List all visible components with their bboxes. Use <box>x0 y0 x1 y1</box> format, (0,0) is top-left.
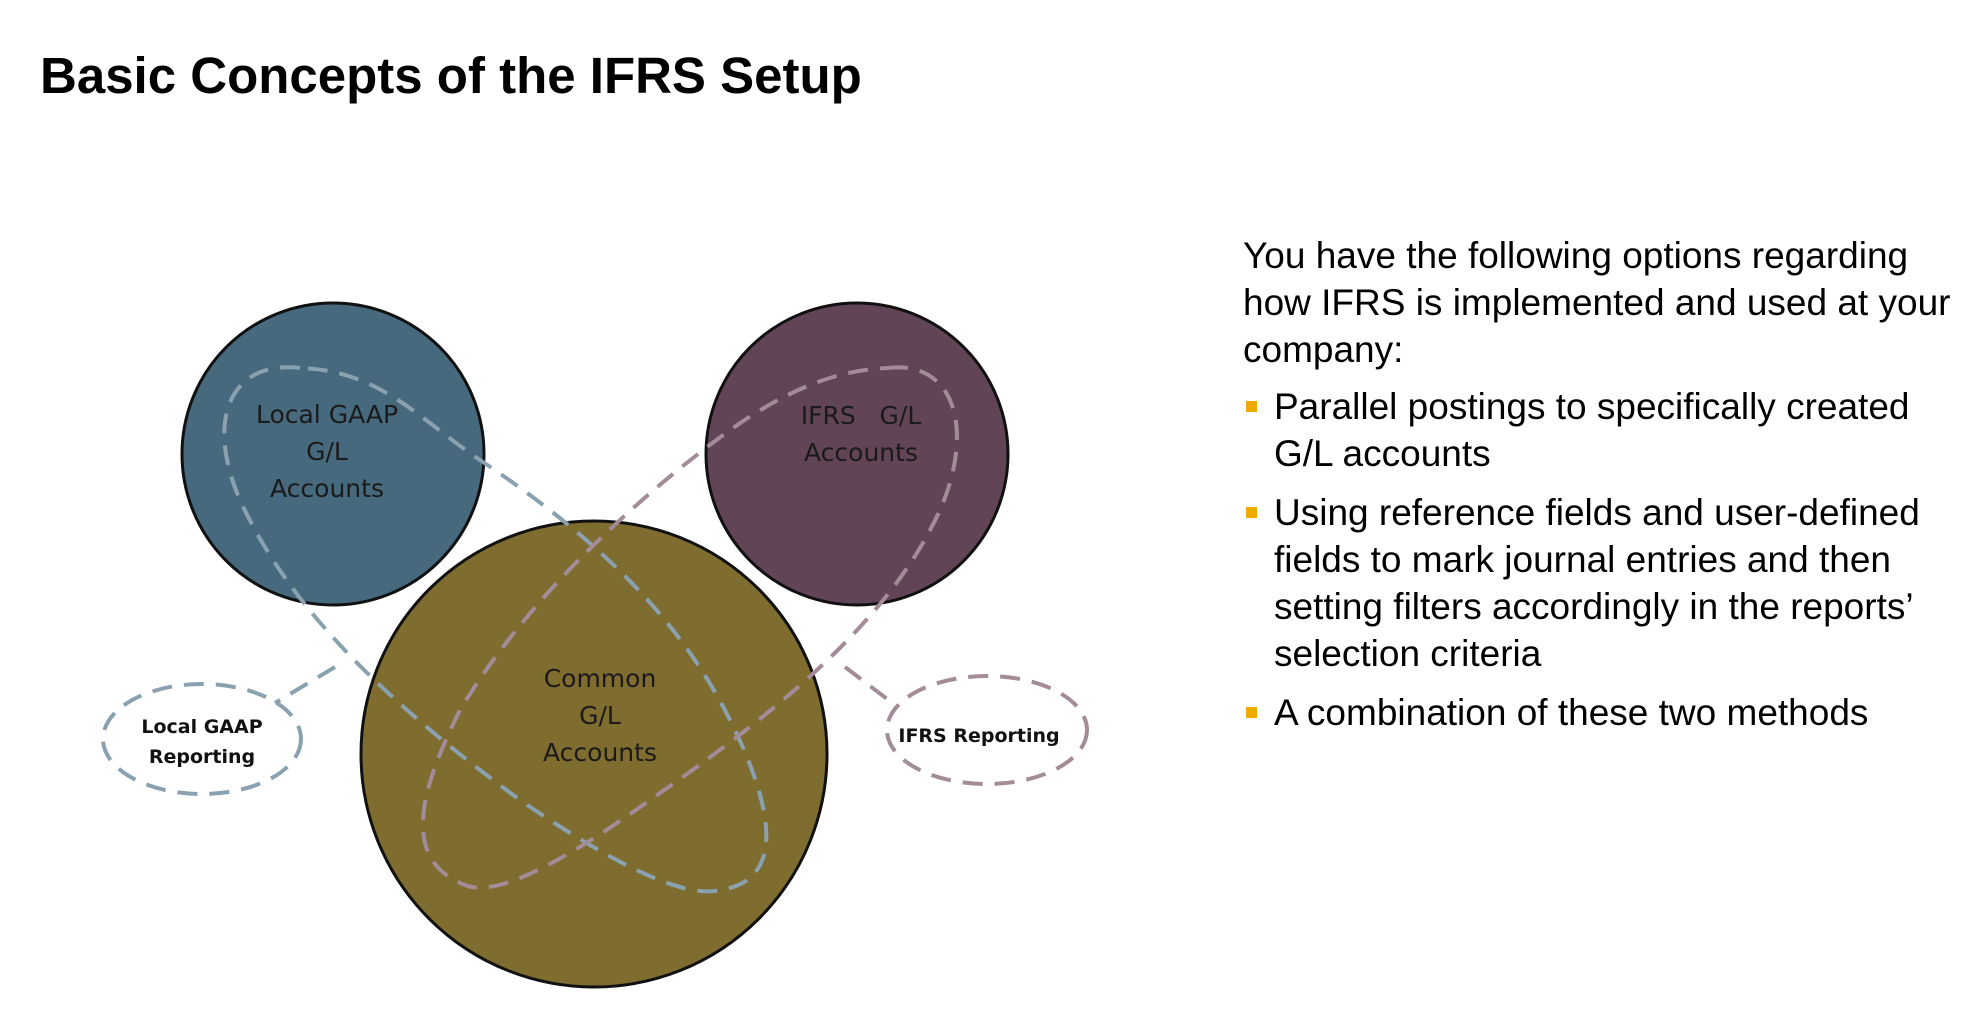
common-circle <box>359 519 829 989</box>
local-gaap-reporting-line-2: Reporting <box>149 746 255 768</box>
local-gaap-label-line-1: Local GAAP <box>256 400 398 429</box>
common-label-line-3: Accounts <box>543 738 657 767</box>
options-list: Parallel postings to specifically create… <box>1243 383 1963 736</box>
option-item: Parallel postings to specifically create… <box>1243 383 1963 477</box>
local-gaap-reporting-ellipse <box>101 682 303 796</box>
page-title: Basic Concepts of the IFRS Setup <box>40 47 862 104</box>
local-reporting-connector <box>273 665 337 705</box>
ifrs-label-line-2: Accounts <box>804 438 918 467</box>
local-gaap-circle <box>180 301 486 607</box>
ifrs-reporting-ellipse <box>885 674 1089 786</box>
ifrs-reporting-connector <box>843 665 897 707</box>
ifrs-dashed-loop <box>421 365 959 890</box>
local-gaap-dashed-loop <box>222 365 769 894</box>
local-gaap-label-line-3: Accounts <box>270 474 384 503</box>
option-item: A combination of these two methods <box>1243 689 1963 736</box>
square-bullet-icon <box>1246 401 1257 412</box>
local-gaap-reporting-line-1: Local GAAP <box>141 716 262 738</box>
option-item: Using reference fields and user-defined … <box>1243 489 1963 677</box>
options-intro: You have the following options regarding… <box>1243 235 1951 370</box>
ifrs-venn-diagram: Local GAAP G/L Accounts IFRS G/L Account… <box>101 301 1089 989</box>
common-label-line-1: Common <box>544 664 657 693</box>
ifrs-label-line-1: IFRS G/L <box>801 401 922 430</box>
common-label-line-2: G/L <box>579 701 621 730</box>
square-bullet-icon <box>1246 707 1257 718</box>
option-text: A combination of these two methods <box>1274 692 1869 733</box>
local-gaap-label-line-2: G/L <box>306 437 348 466</box>
option-text: Parallel postings to specifically create… <box>1274 386 1910 474</box>
ifrs-reporting-label: IFRS Reporting <box>898 725 1059 747</box>
options-panel: You have the following options regarding… <box>1243 232 1963 748</box>
option-text: Using reference fields and user-defined … <box>1274 492 1920 674</box>
square-bullet-icon <box>1246 507 1257 518</box>
